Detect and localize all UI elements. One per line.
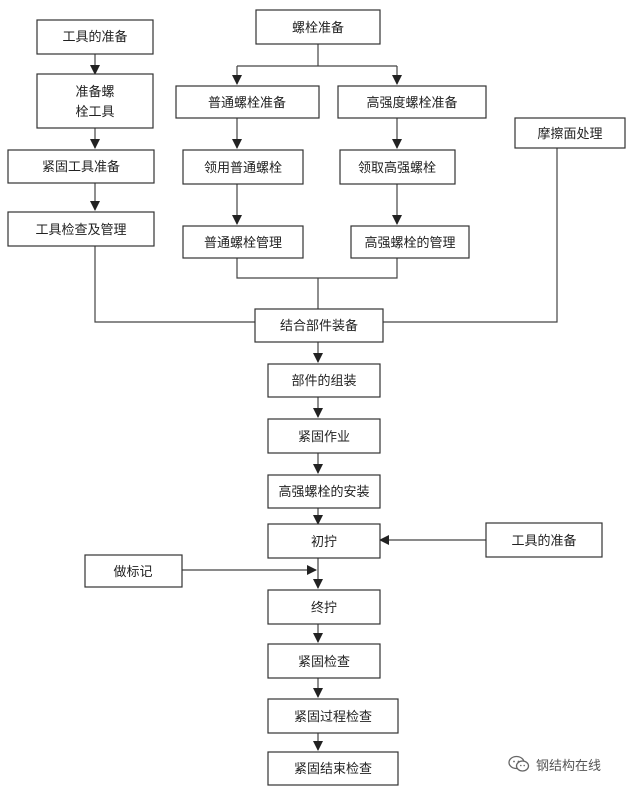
node-prep-bolt-tool: 准备螺 栓工具 <box>36 73 154 129</box>
node-make-mark: 做标记 <box>84 554 183 588</box>
watermark-text: 钢结构在线 <box>536 758 602 774</box>
node-label: 螺栓准备 <box>292 20 344 36</box>
node-label: 做标记 <box>113 565 152 580</box>
node-label: 领取高强螺栓 <box>358 160 436 176</box>
node-label: 普通螺栓准备 <box>208 95 286 111</box>
node-label: 摩擦面处理 <box>537 126 602 142</box>
node-friction-treat: 摩擦面处理 <box>514 117 626 149</box>
node-final-tighten: 终拧 <box>267 589 381 625</box>
node-label: 领用普通螺栓 <box>204 161 282 176</box>
node-tool-check: 工具检查及管理 <box>7 211 155 247</box>
node-label-line2: 栓工具 <box>75 105 114 120</box>
line-friction-to-joint <box>383 148 558 323</box>
node-joint-assembly: 结合部件装备 <box>254 308 384 343</box>
node-fasten-work: 紧固作业 <box>267 418 381 454</box>
node-label: 结合部件装备 <box>280 318 358 334</box>
node-label: 普通螺栓管理 <box>204 236 282 251</box>
node-label: 紧固工具准备 <box>42 159 120 175</box>
wechat-icon <box>508 755 530 772</box>
connectors <box>90 44 558 751</box>
node-label: 高强度螺栓准备 <box>366 95 457 111</box>
node-label: 终拧 <box>311 600 337 616</box>
node-label: 高强螺栓的安装 <box>278 484 369 500</box>
node-get-normal-bolt: 领用普通螺栓 <box>182 149 304 185</box>
node-label: 紧固过程检查 <box>294 710 372 725</box>
node-fasten-end-check: 紧固结束检查 <box>267 751 399 786</box>
node-label: 部件的组装 <box>291 373 356 389</box>
node-initial-tighten: 初拧 <box>267 523 381 559</box>
line-mgmt-join <box>236 258 398 279</box>
node-hs-bolt-prep: 高强度螺栓准备 <box>337 85 487 119</box>
node-label: 紧固作业 <box>298 430 350 445</box>
node-tool-prep-right: 工具的准备 <box>485 522 603 558</box>
watermark: 钢结构在线 <box>508 752 628 776</box>
line-toolcheck-to-joint <box>94 246 255 323</box>
node-normal-bolt-mgmt: 普通螺栓管理 <box>182 225 304 259</box>
node-fasten-check: 紧固检查 <box>267 643 381 679</box>
node-label: 高强螺栓的管理 <box>364 235 455 251</box>
node-fasten-tool-prep: 紧固工具准备 <box>7 149 155 184</box>
node-part-assembly: 部件的组装 <box>267 363 381 398</box>
node-label-line1: 准备螺 <box>75 84 114 100</box>
node-tool-prep-left: 工具的准备 <box>36 19 154 55</box>
node-hs-bolt-mgmt: 高强螺栓的管理 <box>350 225 470 259</box>
node-label: 紧固结束检查 <box>294 762 372 777</box>
node-normal-bolt-prep: 普通螺栓准备 <box>175 85 320 119</box>
node-fasten-process-check: 紧固过程检查 <box>267 698 399 734</box>
node-label: 紧固检查 <box>298 655 350 670</box>
node-bolt-prep: 螺栓准备 <box>255 9 381 45</box>
node-get-hs-bolt: 领取高强螺栓 <box>339 149 456 185</box>
node-label: 工具的准备 <box>511 533 576 549</box>
node-label: 初拧 <box>311 535 337 550</box>
node-label: 工具的准备 <box>62 29 127 45</box>
node-hs-bolt-install: 高强螺栓的安装 <box>267 474 381 509</box>
node-label: 工具检查及管理 <box>35 223 126 238</box>
